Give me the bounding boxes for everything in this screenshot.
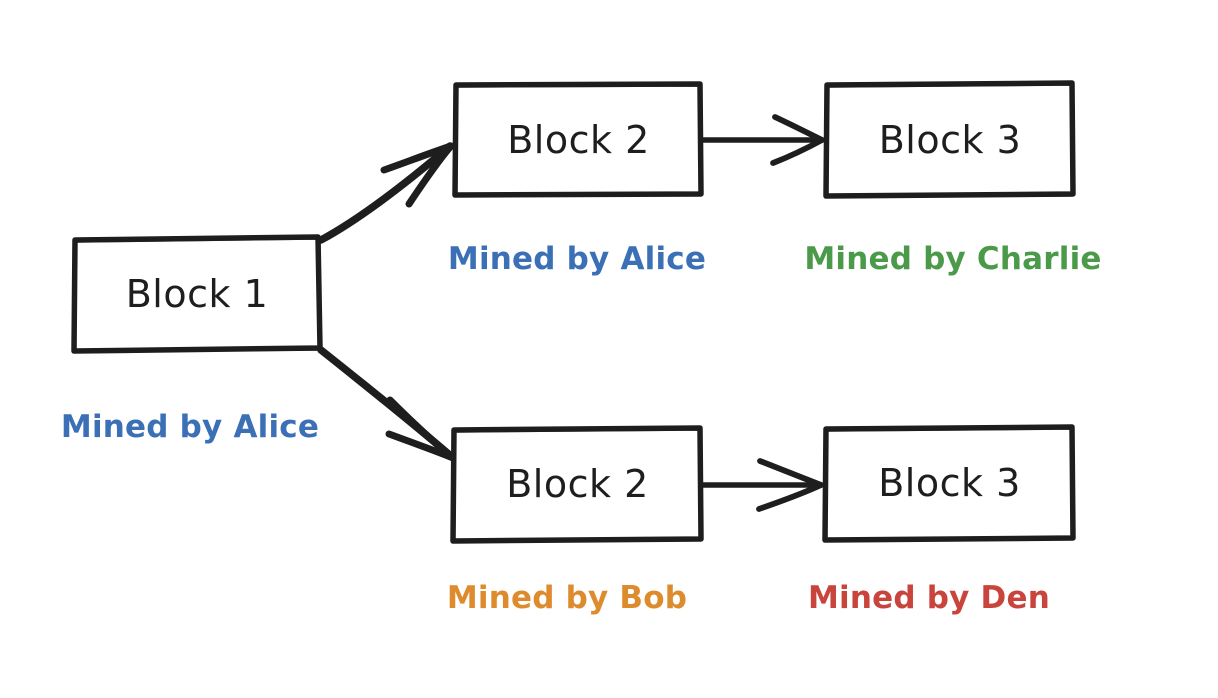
block-2-top[interactable] — [454, 83, 703, 197]
block-2-bottom[interactable] — [452, 427, 703, 543]
block-2-bottom-miner-label: Mined by Bob — [446, 580, 688, 616]
block-3-bottom-title: Block 3 — [878, 461, 1021, 505]
arrow-block1-to-block2-bottom — [317, 346, 457, 462]
block-2-bottom-title: Block 2 — [506, 462, 649, 506]
arrow-block2-to-block3-bottom — [699, 458, 824, 512]
block-2-top-title: Block 2 — [507, 118, 650, 162]
block-3-top-title: Block 3 — [878, 118, 1022, 162]
block-3-bottom-miner-label: Mined by Den — [808, 580, 1050, 616]
block-3-top-miner-label: Mined by Charlie — [804, 241, 1102, 277]
block-2-top-miner-label: Mined by Alice — [447, 241, 707, 277]
block-1-miner-label: Mined by Alice — [60, 409, 320, 445]
arrow-block2-to-block3-top — [699, 114, 825, 166]
block-3-top[interactable] — [825, 82, 1075, 198]
arrow-block1-to-block2-top — [317, 142, 455, 244]
block-1-title: Block 1 — [125, 272, 269, 316]
block-1[interactable] — [73, 237, 322, 352]
block-3-bottom[interactable] — [824, 426, 1075, 542]
